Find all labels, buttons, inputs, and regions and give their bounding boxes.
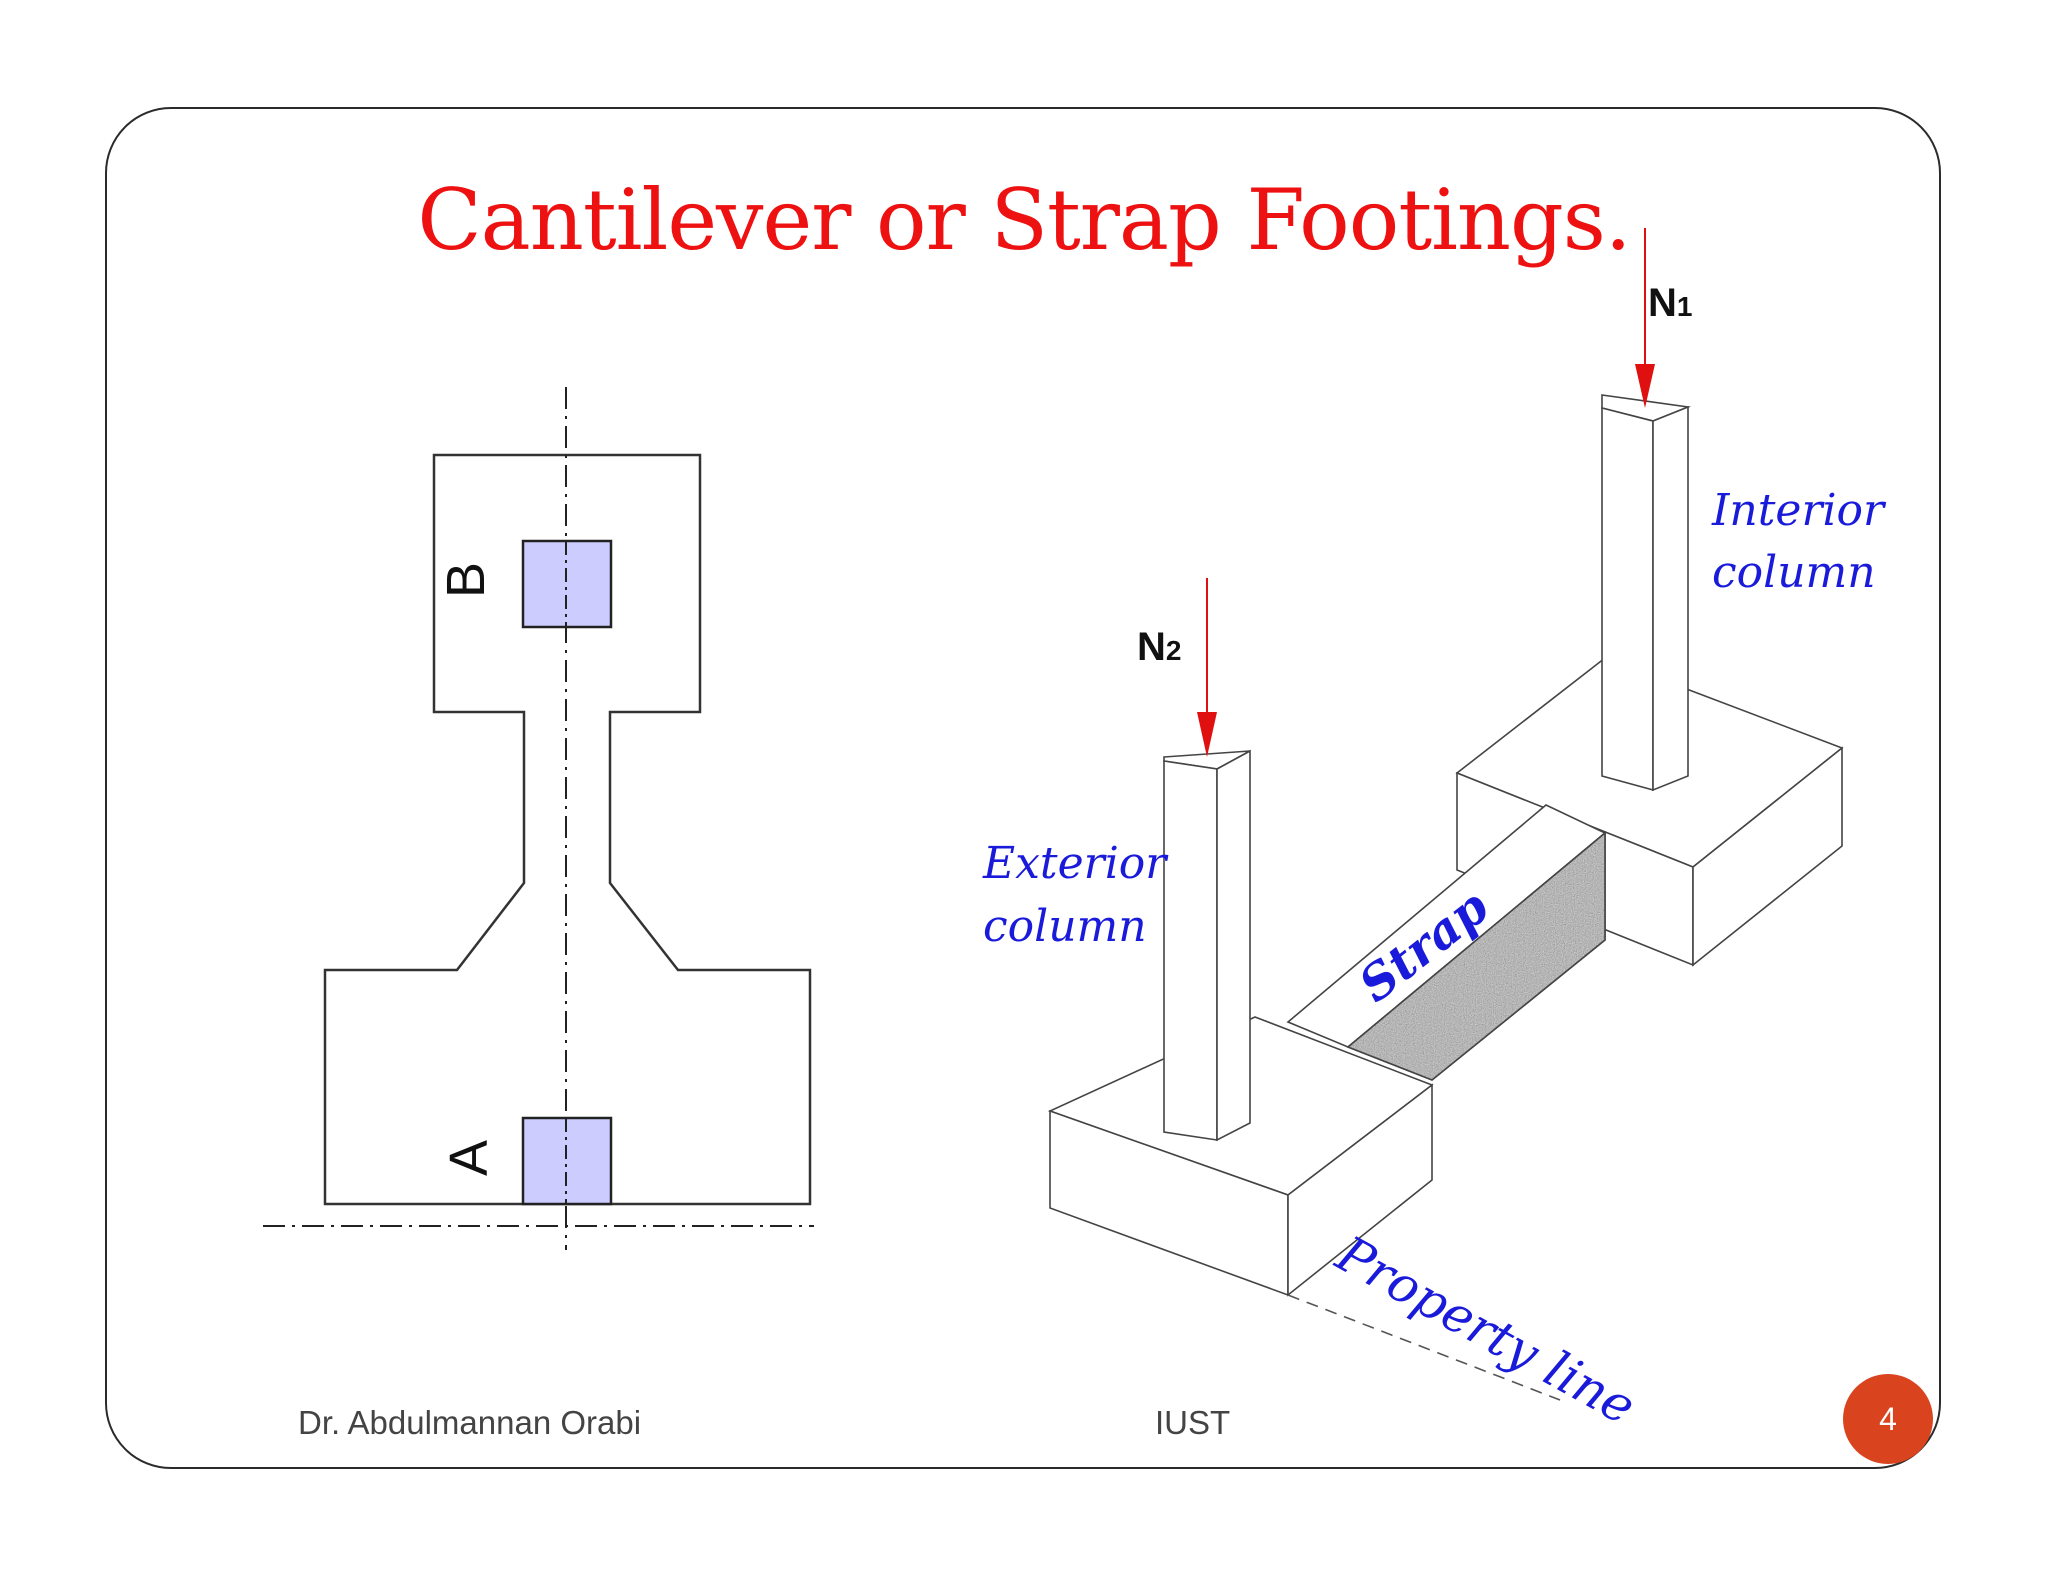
exterior-column-label-line2: column: [983, 901, 1147, 952]
interior-column-label-line1: Interior: [1711, 485, 1887, 536]
load-arrow-n1: [1635, 228, 1655, 408]
label-a: A: [439, 1140, 499, 1176]
property-line-label: Property line: [1326, 1224, 1645, 1436]
footer-organization: IUST: [1155, 1404, 1231, 1441]
exterior-column: [1163, 749, 1251, 1142]
interior-column: [1601, 394, 1692, 792]
load-arrow-n2: [1197, 578, 1217, 757]
combined-footing-outline: [323, 453, 812, 1206]
footer-author: Dr. Abdulmannan Orabi: [298, 1404, 642, 1441]
property-line: [1287, 1294, 1561, 1401]
label-b: B: [436, 562, 496, 598]
exterior-column-label-line1: Exterior: [982, 838, 1169, 889]
interior-column-label-line2: column: [1712, 547, 1876, 598]
page-number-badge: 4: [1843, 1374, 1933, 1464]
plan-view-diagram: B A: [263, 387, 814, 1250]
slide-title: Cantilever or Strap Footings.: [417, 171, 1631, 269]
label-n2: N2: [1137, 625, 1181, 669]
label-n1: N1: [1648, 281, 1692, 325]
